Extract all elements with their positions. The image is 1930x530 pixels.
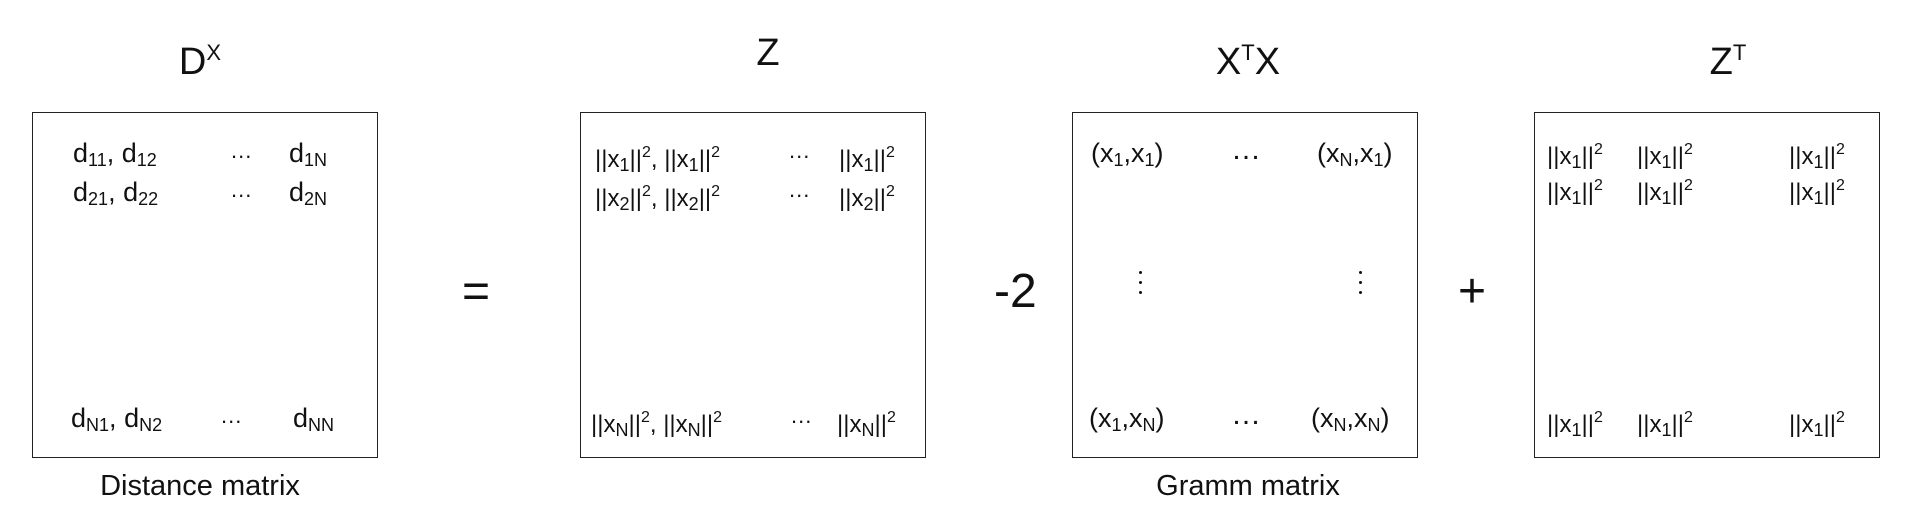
gramm-cell-xN-xN: (xN,xN) — [1311, 403, 1390, 435]
row2-ellipsis: ... — [231, 177, 253, 202]
z-row1-first: ||x1||2, ||x1||2 — [595, 144, 721, 175]
z-row2-ellipsis: ... — [789, 177, 811, 202]
minus-two-operator: -2 — [994, 265, 1037, 318]
zt-row1-c1: ||x1||2 — [1547, 141, 1603, 172]
title-dx-base: D — [178, 41, 207, 83]
cell-d11-d12: d11, d12 — [73, 138, 157, 170]
gramm-left-vertical-dots — [1139, 271, 1143, 301]
title-dx-sup: X — [206, 40, 222, 65]
gramm-cell-x1-xN: (x1,xN) — [1089, 403, 1165, 435]
z-rowN-first: ||xN||2, ||xN||2 — [591, 409, 723, 440]
title-xtx-sup: T — [1241, 40, 1255, 65]
cell-d21-d22: d21, d22 — [73, 177, 159, 209]
zt-row2-c1: ||x1||2 — [1547, 177, 1603, 208]
z-row1-last: ||x1||2 — [839, 144, 895, 175]
title-z: Z — [668, 28, 868, 78]
caption-gramm-matrix: Gramm matrix — [1156, 470, 1340, 502]
gramm-top-ellipsis: … — [1231, 133, 1263, 166]
title-xtx: XTX — [1148, 28, 1348, 87]
zt-row2-cN: ||x1||2 — [1789, 177, 1845, 208]
title-zt-base: Z — [1709, 41, 1733, 83]
z-matrix-box: ||x1||2, ||x1||2 ... ||x1||2 ||x2||2, ||… — [580, 112, 926, 458]
distance-matrix-box: d11, d12 ... d1N d21, d22 ... d2N dN1, d… — [32, 112, 378, 458]
title-distance-matrix: DX — [100, 28, 300, 87]
cell-dN1-dN2: dN1, dN2 — [71, 403, 163, 435]
zt-rowN-cN: ||x1||2 — [1789, 409, 1845, 440]
row1-ellipsis: ... — [231, 138, 253, 163]
z-row2-first: ||x2||2, ||x2||2 — [595, 183, 721, 214]
title-zt: ZT — [1628, 28, 1828, 87]
equals-operator: = — [462, 265, 491, 318]
zt-row1-cN: ||x1||2 — [1789, 141, 1845, 172]
z-rowN-last: ||xN||2 — [837, 409, 896, 440]
zt-row1-c2: ||x1||2 — [1637, 141, 1693, 172]
gramm-bottom-ellipsis: … — [1231, 398, 1263, 431]
plus-operator: + — [1458, 265, 1487, 318]
cell-d2N: d2N — [289, 177, 328, 209]
zt-row2-c2: ||x1||2 — [1637, 177, 1693, 208]
title-xtx-pre: X — [1215, 41, 1242, 83]
gramm-cell-xN-x1: (xN,x1) — [1317, 138, 1393, 170]
zt-rowN-c1: ||x1||2 — [1547, 409, 1603, 440]
z-rowN-ellipsis: ... — [791, 403, 813, 428]
z-row1-ellipsis: ... — [789, 138, 811, 163]
z-row2-last: ||x2||2 — [839, 183, 895, 214]
gramm-matrix-box: (x1,x1) … (xN,x1) (x1,xN) … (xN,xN) — [1072, 112, 1418, 458]
gramm-right-vertical-dots — [1359, 271, 1363, 301]
zt-rowN-c2: ||x1||2 — [1637, 409, 1693, 440]
title-z-base: Z — [756, 32, 780, 74]
cell-d1N: d1N — [289, 138, 328, 170]
cell-dNN: dNN — [293, 403, 335, 435]
zt-matrix-box: ||x1||2 ||x1||2 ||x1||2 ||x1||2 ||x1||2 … — [1534, 112, 1880, 458]
title-zt-sup: T — [1732, 40, 1747, 65]
title-xtx-post: X — [1254, 41, 1281, 83]
rowN-ellipsis: ... — [221, 403, 243, 428]
gramm-cell-x1-x1: (x1,x1) — [1091, 138, 1164, 170]
caption-distance-matrix: Distance matrix — [100, 470, 300, 502]
